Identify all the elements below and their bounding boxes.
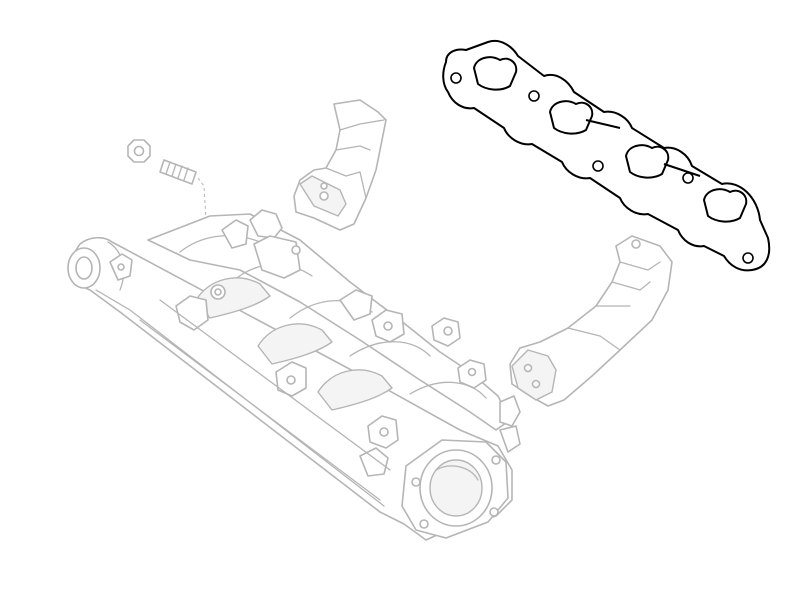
support-bracket-lower[interactable] <box>509 235 673 407</box>
stud[interactable] <box>159 159 197 185</box>
intake-manifold[interactable] <box>67 209 521 541</box>
leader-line <box>197 177 207 221</box>
nut[interactable] <box>127 139 151 163</box>
support-bracket-upper[interactable] <box>293 99 387 231</box>
manifold-gasket[interactable] <box>442 40 771 272</box>
